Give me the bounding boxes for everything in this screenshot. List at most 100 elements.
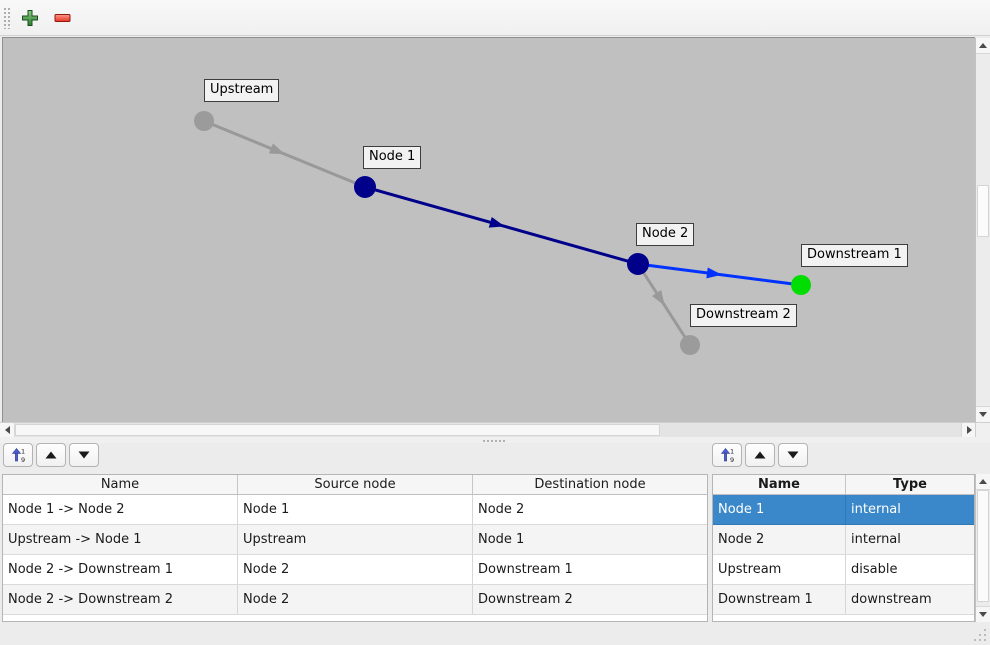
move-up-button[interactable] [36,443,66,467]
table-cell: Node 1 -> Node 2 [3,495,238,524]
edge-arrow-icon [268,143,285,155]
scrollbar-thumb[interactable] [15,424,660,436]
column-header[interactable]: Destination node [534,477,646,492]
graph-node-downstream1[interactable] [791,275,811,295]
table-cell: Node 2 -> Downstream 1 [3,555,238,584]
table-cell: Node 2 [713,525,846,554]
edge-arrow-icon [488,217,505,228]
scrollbar-thumb[interactable] [977,490,989,602]
table-cell: Downstream 2 [478,592,573,607]
table-cell: Node 1 [713,495,846,524]
sort-button[interactable]: 1 9 [3,443,33,467]
table-row[interactable]: Node 2 internal [713,525,974,555]
table-cell: Node 2 [238,585,473,614]
canvas-horizontal-scrollbar[interactable] [0,422,990,437]
edge-table-toolbar: 1 9 [3,443,99,467]
move-down-icon [78,451,90,459]
arrow-left-icon [4,426,10,434]
node-table-scrollbar[interactable] [975,474,990,622]
node-label-downstream2[interactable]: Downstream 2 [690,304,797,327]
move-up-icon [45,451,57,459]
scroll-left-button[interactable] [0,423,15,437]
table-cell: Node 2 [478,502,525,517]
graph-node-downstream2[interactable] [680,335,700,355]
node-label-downstream1[interactable]: Downstream 1 [801,244,908,267]
column-header[interactable]: Name [713,475,846,494]
plus-icon [22,10,38,26]
table-row[interactable]: Upstream disable [713,555,974,585]
graph-node-upstream[interactable] [194,111,214,131]
scroll-right-button[interactable] [961,423,976,437]
move-up-icon [754,451,766,459]
node-label-node1[interactable]: Node 1 [363,146,422,169]
scroll-up-button[interactable] [976,38,990,54]
table-cell: Node 1 [238,495,473,524]
table-cell: Upstream -> Node 1 [3,525,238,554]
add-button[interactable] [17,5,43,31]
resize-grip-icon [974,629,986,641]
sort-ascending-icon: 1 9 [11,448,25,463]
arrow-right-icon [966,426,972,434]
graph-svg[interactable] [3,38,975,423]
sort-ascending-icon: 1 9 [720,448,734,463]
node-label-node2[interactable]: Node 2 [636,223,695,246]
node-table-toolbar: 1 9 [712,443,808,467]
table-cell: Node 2 -> Downstream 2 [3,585,238,614]
scrollbar-thumb[interactable] [977,185,989,237]
arrow-up-icon [979,479,987,484]
edge-arrow-icon [651,289,665,306]
sort-button[interactable]: 1 9 [712,443,742,467]
table-cell: Downstream 1 [713,585,846,614]
svg-text:1: 1 [21,448,25,456]
move-down-button[interactable] [778,443,808,467]
edge-arrow-icon [706,267,722,279]
move-down-icon [787,451,799,459]
table-cell: internal [851,502,901,517]
move-up-button[interactable] [745,443,775,467]
canvas-vertical-scrollbar[interactable] [975,38,990,422]
svg-text:9: 9 [730,456,734,463]
node-table-header: Name Type [713,475,974,495]
resize-grip[interactable] [973,626,988,643]
column-header[interactable]: Type [893,477,927,492]
column-header[interactable]: Source node [238,475,473,494]
scrollbar-corner [975,423,990,437]
scroll-down-button[interactable] [976,406,990,422]
column-header[interactable]: Name [3,475,238,494]
bottom-pane: 1 9 1 9 [0,443,990,645]
splitter-handle[interactable] [482,438,506,442]
table-cell: disable [851,562,898,577]
move-down-button[interactable] [69,443,99,467]
minus-icon [54,14,71,22]
arrow-down-icon [979,412,987,417]
arrow-down-icon [979,612,987,617]
arrow-up-icon [979,43,987,48]
graph-node-node1[interactable] [354,176,376,198]
table-cell: Upstream [713,555,846,584]
node-label-upstream[interactable]: Upstream [204,79,280,102]
pane-splitter [0,437,990,443]
table-cell: internal [851,532,901,547]
table-cell: Node 2 [238,555,473,584]
table-row[interactable]: Node 1 internal [713,495,974,525]
table-cell: Node 1 [478,532,525,547]
remove-button[interactable] [49,5,75,31]
svg-text:9: 9 [21,456,25,463]
scroll-up-button[interactable] [976,474,990,490]
main-toolbar [0,0,990,36]
scroll-down-button[interactable] [976,606,990,622]
svg-text:1: 1 [730,448,734,456]
toolbar-grip[interactable] [3,7,11,29]
graph-node-node2[interactable] [627,253,649,275]
